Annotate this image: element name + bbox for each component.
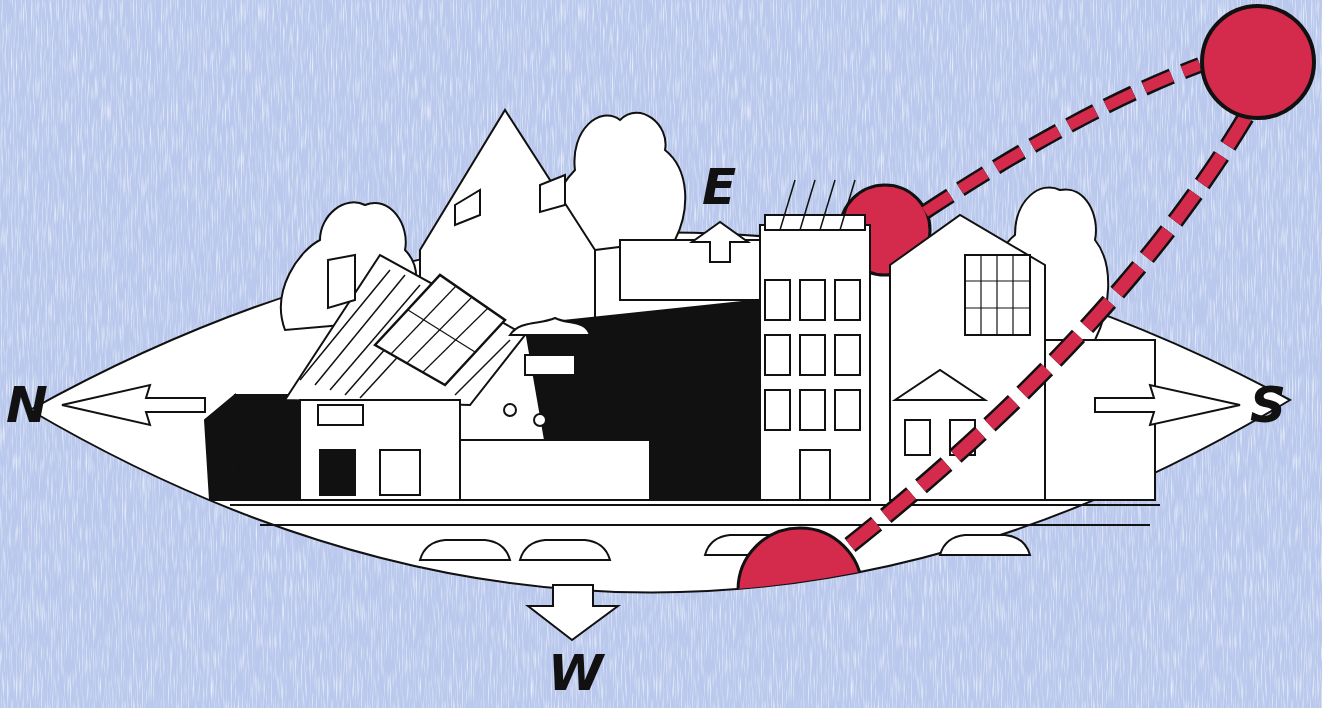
sun-path [850,110,1250,545]
compass-arrows [692,222,748,262]
solar-house [320,450,355,495]
sun-path [925,65,1200,212]
street [420,540,510,560]
tall-building [800,180,815,230]
solar-house [205,395,240,500]
sun-path [850,65,1250,545]
street [230,505,1160,560]
solar-house [318,405,363,425]
tall-building [800,335,825,375]
sun-summer [1202,6,1314,118]
right-house [905,420,930,455]
back-house [540,175,565,212]
tall-building [835,335,860,375]
compass-arrows [1095,385,1240,425]
right-house [996,255,997,335]
compass-arrows [62,222,1240,640]
compass-label: S [1250,380,1286,430]
tall-building [765,280,790,320]
solar-house [380,450,420,495]
compass-label: W [548,648,603,698]
garden [534,414,546,426]
sun-summer [1202,6,1314,118]
tall-building [840,180,855,230]
street [940,535,1030,555]
right-house [890,215,1155,500]
tall-building [765,390,790,430]
tall-building [780,180,855,230]
solar-house [328,255,355,308]
back-house [455,190,480,225]
garden [460,300,760,500]
tall-building [835,390,860,430]
solar-house [408,310,475,352]
right-house [965,255,1030,335]
sun-sunrise [738,528,862,652]
right-house [895,370,985,400]
sun-path [925,65,1200,212]
sun-path [850,110,1250,545]
solar-house [300,400,460,500]
tall-building [760,180,870,500]
garden [460,440,650,500]
right-house [965,255,1030,335]
solar-house [285,255,525,405]
right-house [1012,255,1013,335]
tall-building [800,450,830,500]
compass-label: E [702,162,736,212]
street [520,540,610,560]
right-house [965,280,1030,281]
tall-building [765,335,790,375]
tall-building [760,225,870,500]
compass-label: N [6,380,48,430]
compass-arrows [62,385,205,425]
compass-arrows [528,585,618,640]
tall-building [820,180,835,230]
garden [504,404,516,416]
tall-building [800,390,825,430]
garden [510,318,590,335]
street [260,524,1150,526]
street [230,504,1160,506]
sun-sunrise [738,528,862,652]
solar-house [391,286,488,372]
back-house [620,240,770,300]
solar-house [375,275,505,385]
right-house [980,255,981,335]
garden [525,355,575,375]
solar-house [235,395,305,500]
right-house [965,307,1030,308]
tall-building [835,280,860,320]
tall-building [780,180,795,230]
tall-building [800,280,825,320]
